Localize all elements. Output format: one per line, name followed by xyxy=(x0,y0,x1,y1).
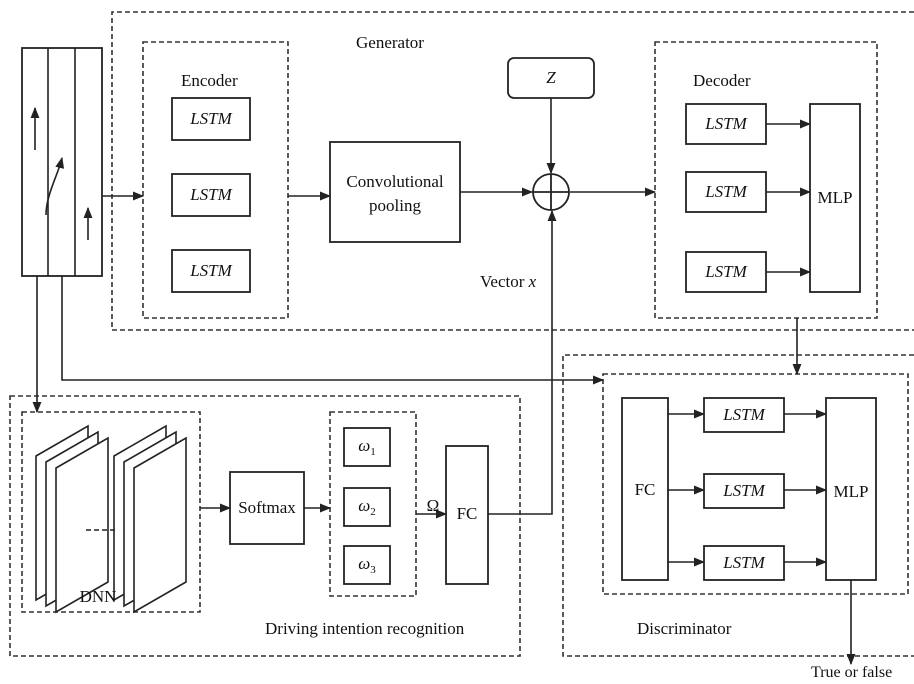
sum-node xyxy=(532,173,570,211)
discriminator-lstm-3-label: LSTM xyxy=(723,553,765,572)
omega-3-subscript: 3 xyxy=(370,564,376,577)
encoder-lstm-1-label: LSTM xyxy=(190,109,232,128)
generator-title: Generator xyxy=(356,33,424,52)
generator-region xyxy=(111,11,914,331)
omega-3-label: ω3 xyxy=(358,554,376,576)
intention-fc-label: FC xyxy=(456,504,478,523)
discriminator-fc-box xyxy=(621,397,669,581)
dnn-label: DNN xyxy=(79,587,117,606)
encoder-title: Encoder xyxy=(181,71,238,90)
omega-1-subscript: 1 xyxy=(370,446,376,459)
encoder-lstm-3-label: LSTM xyxy=(190,261,232,280)
decoder-region xyxy=(654,41,878,319)
decoder-lstm-1 xyxy=(685,103,767,145)
encoder-lstm-1 xyxy=(171,97,251,141)
discriminator-lstm-2 xyxy=(703,473,785,509)
discriminator-lstm-1-label: LSTM xyxy=(723,405,765,424)
vehicle-lane-change-arrow xyxy=(45,156,65,216)
dnn-layers xyxy=(35,424,187,614)
decoder-lstm-1-label: LSTM xyxy=(705,114,747,133)
decoder-mlp-box xyxy=(809,103,861,293)
discriminator-mlp-box xyxy=(825,397,877,581)
road-scene-input xyxy=(21,47,103,277)
omega-2-label: ω2 xyxy=(358,496,376,518)
noise-z-label: Z xyxy=(546,68,556,87)
output-label: True or false xyxy=(811,664,893,681)
decoder-lstm-3 xyxy=(685,251,767,293)
omega-2-symbol: ω xyxy=(358,495,371,515)
vector-x-label: Vector x xyxy=(480,272,536,292)
dnn-region xyxy=(21,411,201,613)
vector-label-text: Vector xyxy=(480,272,525,291)
omega-1-label: ω1 xyxy=(358,436,376,458)
omega-capital-label: Ω xyxy=(426,496,440,515)
discriminator-title: Discriminator xyxy=(637,619,732,638)
input-to-discriminator-arrow xyxy=(61,276,605,385)
encoder-region xyxy=(142,41,289,319)
vector-label-var: x xyxy=(528,272,537,291)
encoder-lstm-2-label: LSTM xyxy=(190,185,232,204)
decoder-mlp-label: MLP xyxy=(817,188,853,207)
decoder-lstm-3-label: LSTM xyxy=(705,262,747,281)
convolutional-pooling-box xyxy=(329,141,461,243)
softmax-box xyxy=(229,471,305,545)
discriminator-fc-label: FC xyxy=(634,480,656,499)
omega-3-symbol: ω xyxy=(358,553,371,573)
intention-region xyxy=(9,395,521,657)
softmax-label: Softmax xyxy=(238,498,296,517)
discriminator-mlp-label: MLP xyxy=(833,482,869,501)
discriminator-lstm-2-label: LSTM xyxy=(723,481,765,500)
omega-1-symbol: ω xyxy=(358,435,371,455)
intention-fc-box xyxy=(445,445,489,585)
omega-2-subscript: 2 xyxy=(370,506,376,519)
pooling-label-line1: Convolutional xyxy=(346,172,444,191)
discriminator-region xyxy=(562,354,914,657)
decoder-lstm-2-label: LSTM xyxy=(705,182,747,201)
discriminator-inner-region xyxy=(602,373,909,595)
omega-1-box xyxy=(343,427,391,467)
encoder-lstm-3 xyxy=(171,249,251,293)
fc-to-sum-arrow xyxy=(488,209,557,515)
discriminator-lstm-3 xyxy=(703,545,785,581)
pooling-label-line2: pooling xyxy=(369,196,421,215)
decoder-lstm-2 xyxy=(685,171,767,213)
encoder-lstm-2 xyxy=(171,173,251,217)
discriminator-lstm-1 xyxy=(703,397,785,433)
omega-3-box xyxy=(343,545,391,585)
omega-2-box xyxy=(343,487,391,527)
decoder-title: Decoder xyxy=(693,71,751,90)
intention-title: Driving intention recognition xyxy=(265,619,465,638)
